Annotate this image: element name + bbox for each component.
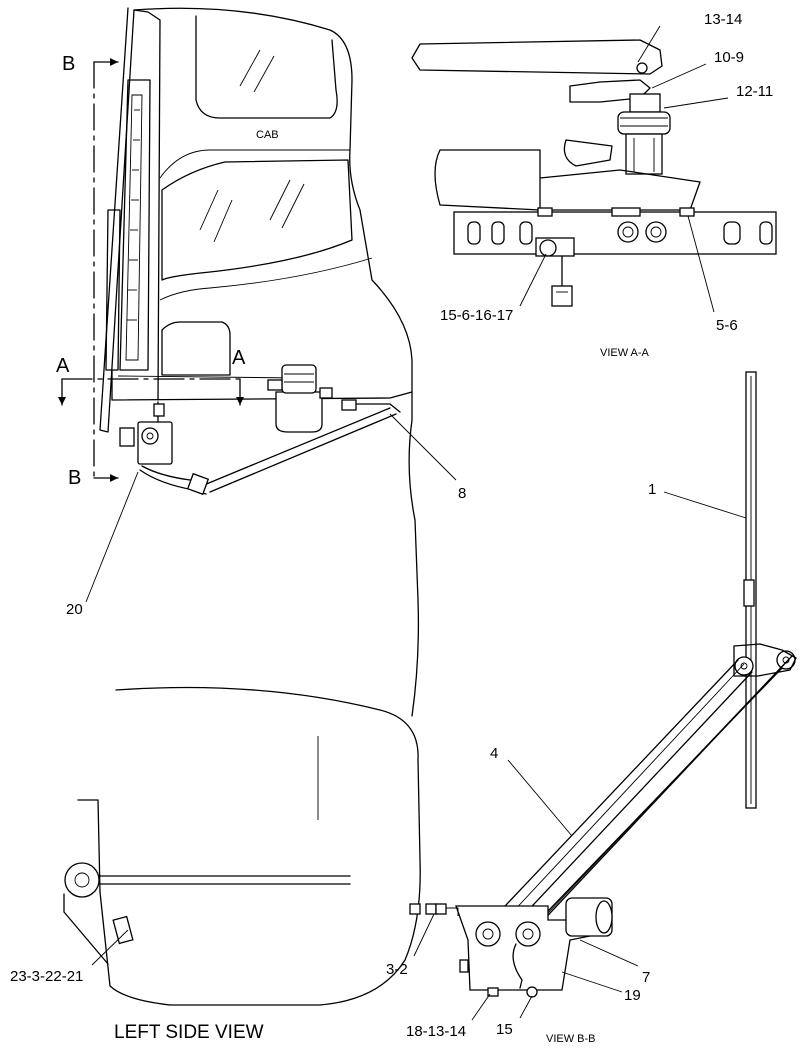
callout-3-2: 3-2 bbox=[386, 913, 435, 978]
section-b-bottom-label: B bbox=[68, 467, 81, 489]
view-a-a-caption: VIEW A-A bbox=[600, 347, 650, 359]
callout-12-11: 12-11 bbox=[663, 83, 773, 109]
callout-18-13-14: 18-13-14 bbox=[406, 993, 491, 1040]
callout-13-14-label: 13-14 bbox=[704, 11, 742, 28]
callout-19-label: 19 bbox=[624, 987, 641, 1004]
view-b-b-caption: VIEW B-B bbox=[546, 1033, 596, 1045]
callout-10-9-label: 10-9 bbox=[714, 49, 744, 66]
callout-4-label: 4 bbox=[490, 745, 498, 762]
callout-15-label: 15 bbox=[496, 1021, 513, 1038]
callout-7: 7 bbox=[579, 939, 650, 986]
callout-7-label: 7 bbox=[642, 969, 650, 986]
pivot-bracket bbox=[119, 401, 173, 465]
callout-23-3-22-21: 23-3-22-21 bbox=[10, 929, 129, 985]
windshield-wiper-blade bbox=[105, 79, 151, 371]
section-a-left-label: A bbox=[56, 355, 70, 377]
wiper-motor bbox=[267, 364, 333, 433]
cab-outline bbox=[99, 7, 420, 717]
callout-5-6-label: 5-6 bbox=[716, 317, 738, 334]
callout-20-label: 20 bbox=[66, 601, 83, 618]
lower-body-contour bbox=[63, 686, 421, 1006]
callout-12-11-label: 12-11 bbox=[736, 83, 773, 100]
callout-13-14: 13-14 bbox=[637, 11, 742, 63]
callout-5-6: 5-6 bbox=[687, 215, 738, 334]
cab-cowl bbox=[111, 369, 413, 401]
callout-8-label: 8 bbox=[458, 485, 466, 502]
section-b-top-label: B bbox=[62, 53, 75, 75]
linkage-rod bbox=[139, 399, 401, 496]
left-side-view-title: LEFT SIDE VIEW bbox=[114, 1022, 264, 1043]
callout-19: 19 bbox=[561, 971, 641, 1004]
callout-23-3-22-21-label: 23-3-22-21 bbox=[10, 968, 83, 985]
cab-label: CAB bbox=[256, 129, 279, 141]
section-line-b: B B bbox=[62, 53, 119, 489]
section-line-a: A A bbox=[56, 347, 246, 406]
callout-18-13-14-label: 18-13-14 bbox=[406, 1023, 466, 1040]
callout-15-6-16-17-label: 15-6-16-17 bbox=[440, 307, 513, 324]
callout-1: 1 bbox=[648, 481, 747, 519]
callout-10-9: 10-9 bbox=[651, 49, 744, 89]
view-a-a bbox=[411, 39, 777, 307]
callout-4: 4 bbox=[490, 745, 573, 837]
callout-15-6-16-17: 15-6-16-17 bbox=[440, 253, 547, 324]
callout-20: 20 bbox=[66, 471, 139, 618]
callout-1-label: 1 bbox=[648, 481, 656, 498]
callout-3-2-label: 3-2 bbox=[386, 961, 408, 978]
view-b-b bbox=[409, 371, 797, 998]
callout-15-bottom: 15 bbox=[496, 995, 533, 1038]
callout-8: 8 bbox=[389, 413, 466, 502]
section-a-right-label: A bbox=[232, 347, 246, 369]
